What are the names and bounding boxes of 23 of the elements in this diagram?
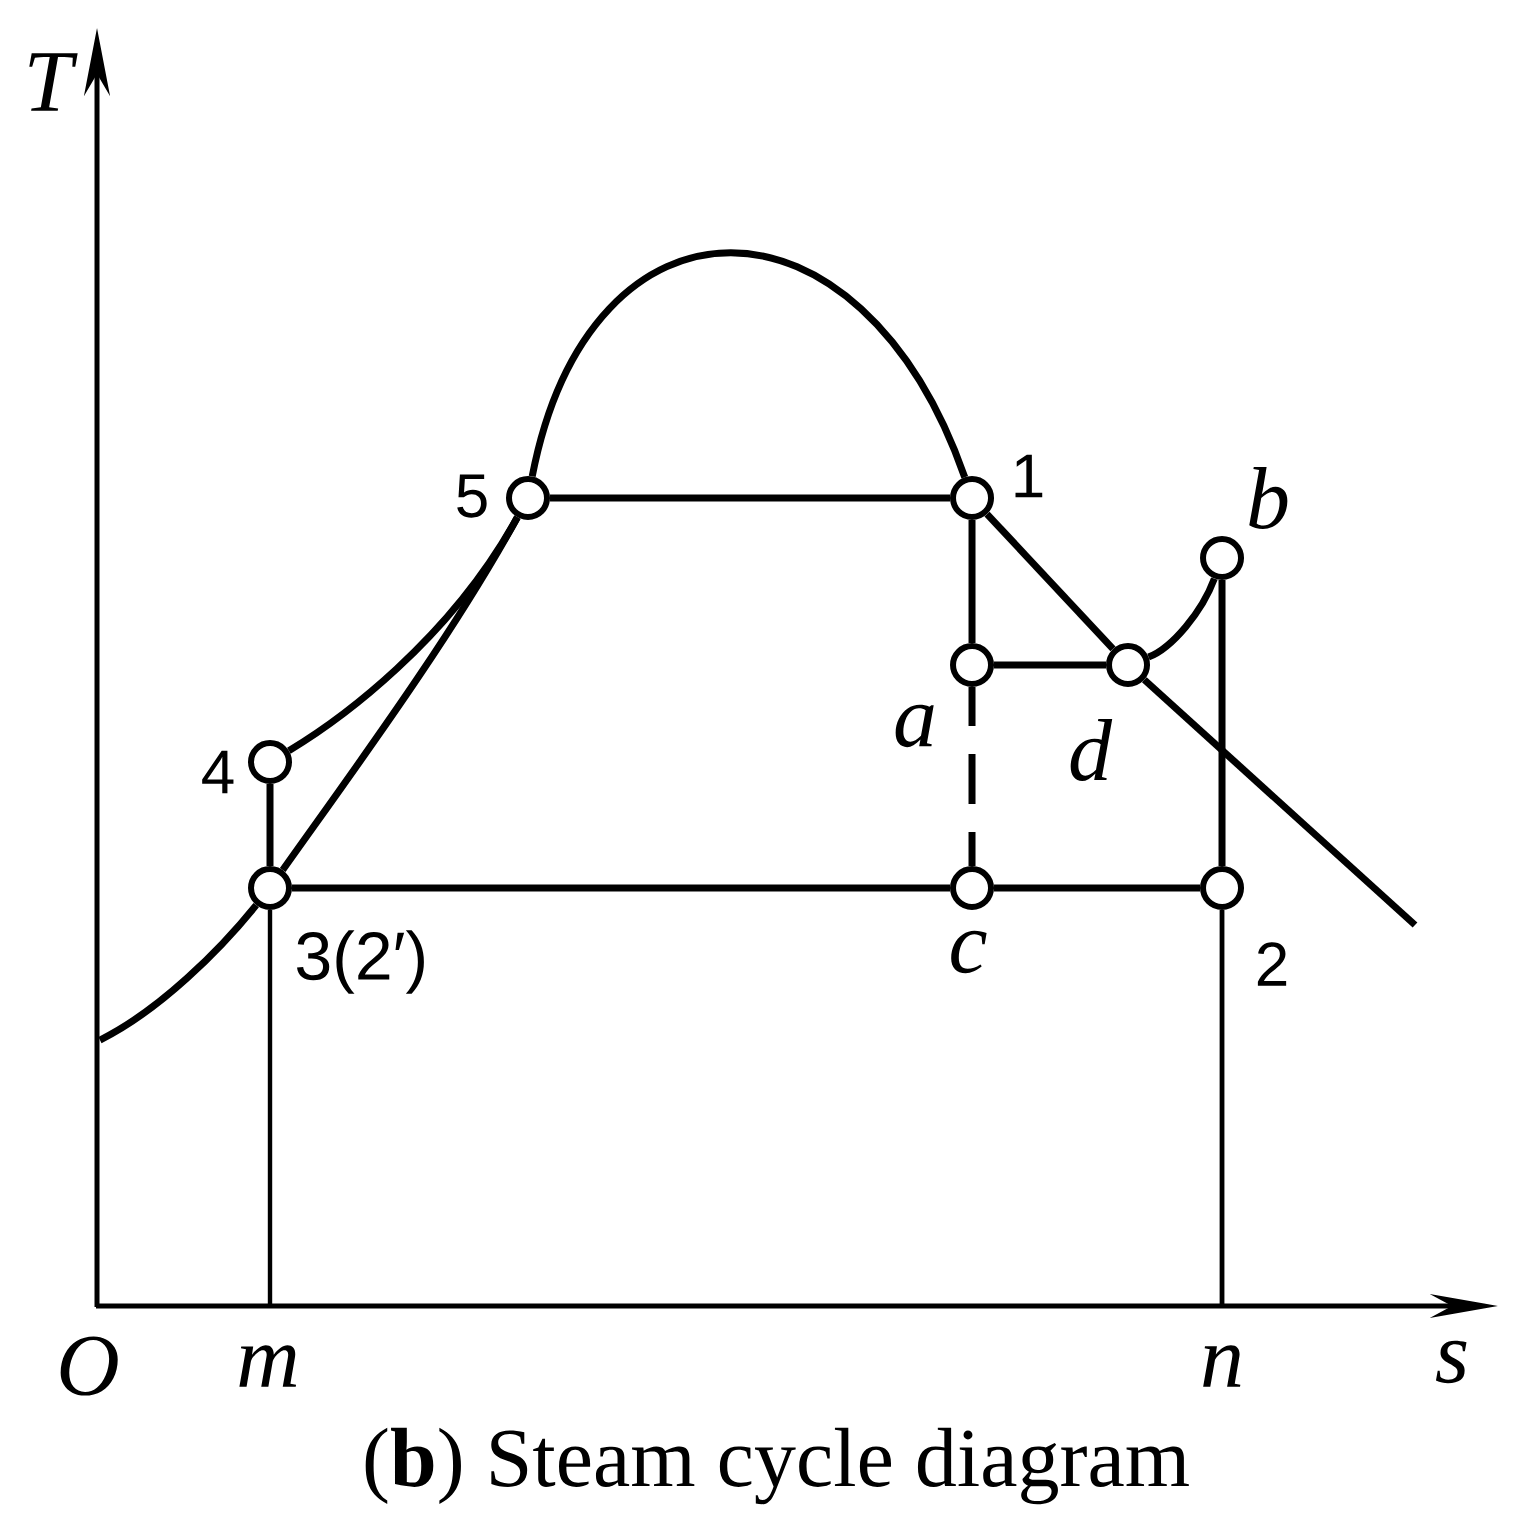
axis-label: T bbox=[29, 53, 78, 111]
caption: (b) Steam cycle diagram bbox=[365, 1427, 1189, 1505]
point-label: 5 bbox=[457, 474, 487, 518]
projection-line bbox=[267, 910, 273, 1305]
line bbox=[984, 511, 1116, 652]
projection-line bbox=[1219, 910, 1225, 1305]
curve-line bbox=[1147, 577, 1218, 661]
axis-label: m bbox=[239, 1345, 297, 1387]
point-label: 4 bbox=[202, 750, 234, 794]
axis-label: n bbox=[1203, 1345, 1241, 1387]
curve-line bbox=[287, 515, 521, 754]
point-label: c bbox=[951, 930, 987, 974]
curve-line bbox=[98, 902, 259, 1044]
axis-label: s bbox=[1435, 1340, 1467, 1384]
point-label: 1 bbox=[1015, 454, 1043, 498]
axis-label: O bbox=[60, 1336, 118, 1396]
point-label: 3(2′) bbox=[297, 930, 424, 994]
point-label: a bbox=[895, 704, 934, 748]
point-label: b bbox=[1249, 467, 1288, 529]
curve-line bbox=[528, 249, 968, 479]
point-label: d bbox=[1070, 719, 1113, 781]
point-label: 2 bbox=[1257, 942, 1287, 986]
line bbox=[1141, 677, 1418, 928]
